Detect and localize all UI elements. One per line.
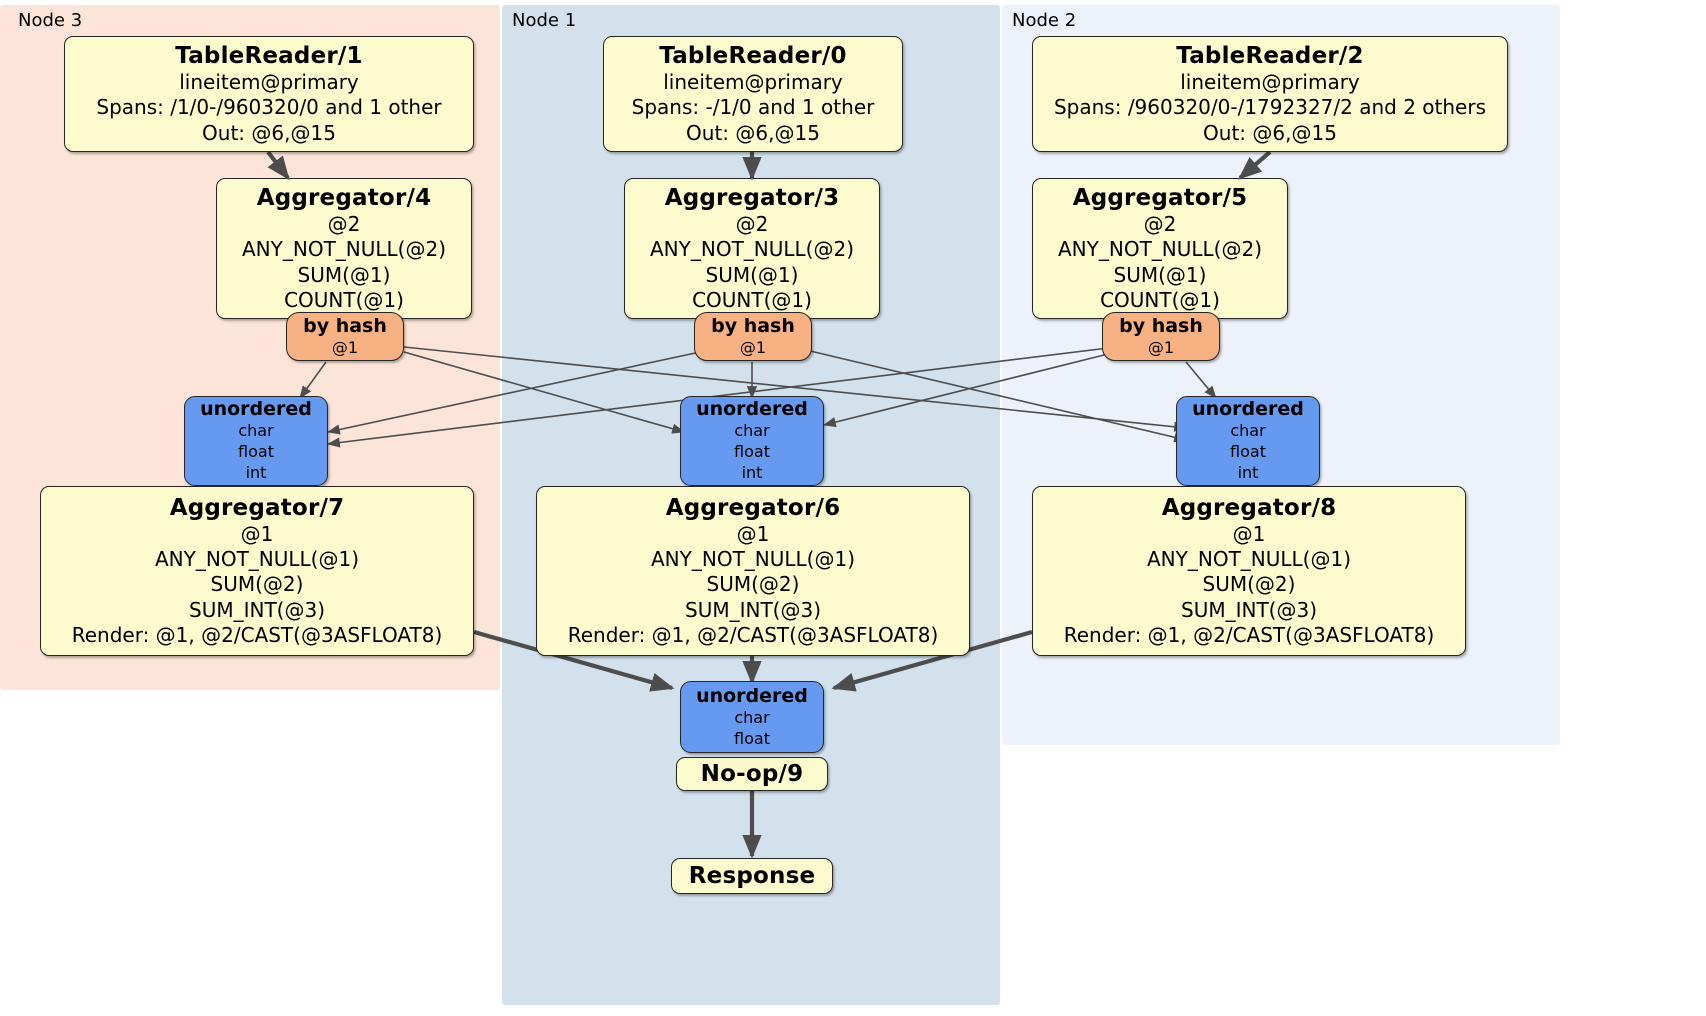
router-title: unordered — [1192, 398, 1304, 421]
processor-detail-agg-2: SUM_INT(@3) — [189, 597, 325, 622]
router-detail-type-1: float — [238, 442, 274, 462]
router-title: by hash — [711, 315, 795, 338]
processor-detail-agg-2: SUM_INT(@3) — [685, 597, 821, 622]
processor-title: Aggregator/5 — [1072, 184, 1248, 211]
router-detail-type-2: int — [741, 462, 763, 482]
processor-detail-table: lineitem@primary — [179, 69, 359, 94]
node-panel-label-node1: Node 1 — [512, 10, 577, 31]
router-by-hash-node1[interactable]: by hash @1 — [694, 312, 812, 361]
router-title: by hash — [1119, 315, 1203, 338]
processor-detail-agg-2: COUNT(@1) — [1100, 287, 1220, 312]
processor-detail-groupby: @1 — [1232, 521, 1266, 546]
processor-detail-render: Render: @1, @2/CAST(@3ASFLOAT8) — [567, 623, 939, 648]
processor-tablereader-0[interactable]: TableReader/0 lineitem@primary Spans: -/… — [603, 36, 903, 152]
router-detail-col: @1 — [331, 337, 359, 357]
router-detail-type-0: char — [734, 707, 770, 727]
processor-detail-groupby: @1 — [736, 521, 770, 546]
router-unordered-node1[interactable]: unordered char float int — [680, 396, 824, 486]
processor-aggregator-7[interactable]: Aggregator/7 @1 ANY_NOT_NULL(@1) SUM(@2)… — [40, 486, 474, 656]
router-detail-type-0: char — [734, 421, 770, 441]
processor-detail-out: Out: @6,@15 — [202, 120, 336, 145]
processor-detail-out: Out: @6,@15 — [686, 120, 820, 145]
router-detail-type-2: int — [245, 462, 267, 482]
processor-title: Response — [688, 862, 816, 889]
router-detail-col: @1 — [1147, 337, 1175, 357]
router-detail-type-0: char — [238, 421, 274, 441]
node-panel-label-node2: Node 2 — [1012, 10, 1077, 31]
router-unordered-node3[interactable]: unordered char float int — [184, 396, 328, 486]
processor-detail-agg-2: COUNT(@1) — [692, 287, 812, 312]
processor-title: Aggregator/6 — [665, 494, 841, 521]
processor-detail-agg-1: SUM(@1) — [705, 262, 799, 287]
router-title: by hash — [303, 315, 387, 338]
processor-detail-agg-1: SUM(@2) — [1202, 572, 1296, 597]
processor-detail-spans: Spans: /960320/0-/1792327/2 and 2 others — [1053, 95, 1486, 120]
processor-tablereader-2[interactable]: TableReader/2 lineitem@primary Spans: /9… — [1032, 36, 1508, 152]
processor-detail-out: Out: @6,@15 — [1203, 120, 1337, 145]
router-detail-type-2: int — [1237, 462, 1259, 482]
processor-title: Aggregator/8 — [1161, 494, 1337, 521]
router-title: unordered — [696, 684, 808, 707]
processor-detail-groupby: @2 — [327, 211, 361, 236]
processor-detail-groupby: @2 — [1143, 211, 1177, 236]
processor-aggregator-5[interactable]: Aggregator/5 @2 ANY_NOT_NULL(@2) SUM(@1)… — [1032, 178, 1288, 319]
processor-detail-agg-0: ANY_NOT_NULL(@2) — [650, 237, 854, 262]
processor-detail-agg-1: SUM(@2) — [706, 572, 800, 597]
processor-detail-groupby: @1 — [240, 521, 274, 546]
processor-aggregator-8[interactable]: Aggregator/8 @1 ANY_NOT_NULL(@1) SUM(@2)… — [1032, 486, 1466, 656]
processor-tablereader-1[interactable]: TableReader/1 lineitem@primary Spans: /1… — [64, 36, 474, 152]
processor-title: Aggregator/3 — [664, 184, 840, 211]
router-detail-type-1: float — [734, 728, 770, 748]
router-detail-col: @1 — [739, 337, 767, 357]
processor-title: Aggregator/4 — [256, 184, 432, 211]
processor-detail-render: Render: @1, @2/CAST(@3ASFLOAT8) — [71, 623, 443, 648]
processor-aggregator-4[interactable]: Aggregator/4 @2 ANY_NOT_NULL(@2) SUM(@1)… — [216, 178, 472, 319]
processor-detail-agg-1: SUM(@1) — [1113, 262, 1207, 287]
router-detail-type-0: char — [1230, 421, 1266, 441]
processor-detail-spans: Spans: /1/0-/960320/0 and 1 other — [96, 95, 442, 120]
processor-response[interactable]: Response — [671, 858, 833, 894]
processor-detail-agg-2: SUM_INT(@3) — [1181, 597, 1317, 622]
processor-aggregator-3[interactable]: Aggregator/3 @2 ANY_NOT_NULL(@2) SUM(@1)… — [624, 178, 880, 319]
processor-title: TableReader/2 — [1176, 42, 1364, 69]
router-by-hash-node3[interactable]: by hash @1 — [286, 312, 404, 361]
processor-detail-spans: Spans: -/1/0 and 1 other — [631, 95, 875, 120]
processor-detail-render: Render: @1, @2/CAST(@3ASFLOAT8) — [1063, 623, 1435, 648]
processor-detail-agg-0: ANY_NOT_NULL(@1) — [1147, 546, 1351, 571]
router-unordered-node2[interactable]: unordered char float int — [1176, 396, 1320, 486]
router-by-hash-node2[interactable]: by hash @1 — [1102, 312, 1220, 361]
node-panel-label-node3: Node 3 — [18, 10, 83, 31]
router-unordered-final[interactable]: unordered char float — [680, 681, 824, 753]
processor-no-op-9[interactable]: No-op/9 — [676, 757, 828, 791]
processor-detail-agg-0: ANY_NOT_NULL(@2) — [242, 237, 446, 262]
processor-title: TableReader/1 — [175, 42, 363, 69]
processor-detail-agg-1: SUM(@1) — [297, 262, 391, 287]
processor-detail-agg-0: ANY_NOT_NULL(@2) — [1058, 237, 1262, 262]
processor-aggregator-6[interactable]: Aggregator/6 @1 ANY_NOT_NULL(@1) SUM(@2)… — [536, 486, 970, 656]
router-title: unordered — [696, 398, 808, 421]
processor-detail-agg-0: ANY_NOT_NULL(@1) — [155, 546, 359, 571]
processor-title: Aggregator/7 — [169, 494, 345, 521]
processor-detail-agg-0: ANY_NOT_NULL(@1) — [651, 546, 855, 571]
processor-title: No-op/9 — [700, 760, 804, 787]
router-detail-type-1: float — [734, 442, 770, 462]
processor-detail-groupby: @2 — [735, 211, 769, 236]
router-detail-type-1: float — [1230, 442, 1266, 462]
processor-detail-agg-2: COUNT(@1) — [284, 287, 404, 312]
processor-title: TableReader/0 — [659, 42, 847, 69]
processor-detail-table: lineitem@primary — [663, 69, 843, 94]
processor-detail-table: lineitem@primary — [1180, 69, 1360, 94]
processor-detail-agg-1: SUM(@2) — [210, 572, 304, 597]
router-title: unordered — [200, 398, 312, 421]
